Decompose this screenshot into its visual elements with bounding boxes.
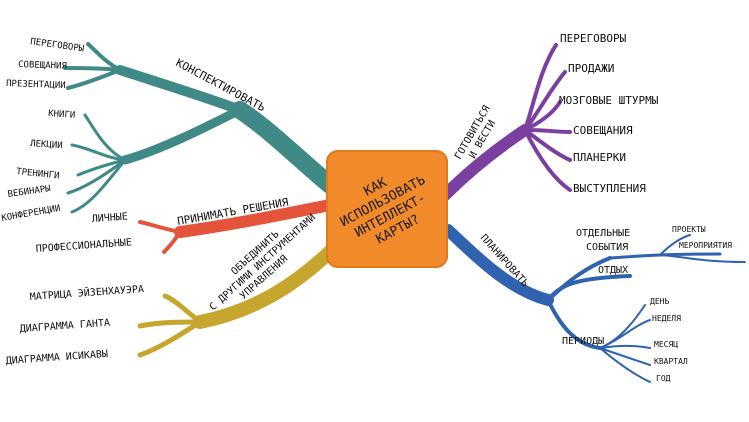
- blue-events-line: СОБЫТИЯ: [586, 242, 628, 253]
- center-node: КАК ИСПОЛЬЗОВАТЬ ИНТЕЛЛЕКТ- КАРТЫ?: [326, 150, 448, 268]
- branch-purple: [439, 43, 572, 201]
- blue-period-leaf: НЕДЕЛЯ: [652, 314, 681, 323]
- blue-period-leaf: МЕСЯЦ: [654, 340, 678, 349]
- red-leaf: ЛИЧНЫЕ: [91, 211, 128, 224]
- olive-leaf: ДИАГРАММА ГАНТА: [19, 318, 110, 335]
- branch-olive: [137, 243, 339, 358]
- blue-period-leaf: ГОД: [656, 374, 671, 383]
- blue-leaf: ОТДЫХ: [598, 265, 628, 276]
- blue-leaf: ПРОЕКТЫ: [672, 225, 706, 234]
- purple-leaf: ПЕРЕГОВОРЫ: [560, 32, 627, 45]
- purple-leaf: ПРОДАЖИ: [568, 62, 614, 75]
- branch-red: [138, 199, 336, 254]
- branch-blue: [442, 224, 746, 383]
- blue-period-leaf: КВАРТАЛ: [654, 357, 688, 366]
- blue-leaf: ПЕРИОДЫ: [562, 336, 604, 347]
- teal-leaf: КОНФЕРЕНЦИИ: [1, 204, 61, 224]
- blue-events-line: ОТДЕЛЬНЫЕ: [576, 228, 630, 239]
- olive-leaf: ДИАГРАММА ИСИКАВЫ: [5, 349, 108, 367]
- blue-period-leaf: ДЕНЬ: [650, 297, 669, 306]
- red-leaf: ПРОФЕССИОНАЛЬНЫЕ: [35, 237, 132, 255]
- teal-leaf: ПЕРЕГОВОРЫ: [30, 37, 85, 54]
- olive-leaf: МАТРИЦА ЭЙЗЕНХАУЭРА: [29, 282, 144, 303]
- purple-leaf: ВЫСТУПЛЕНИЯ: [573, 182, 646, 195]
- teal-leaf: ПРЕЗЕНТАЦИИ: [6, 79, 66, 91]
- teal-leaf: СОВЕЩАНИЯ: [18, 60, 67, 72]
- branch-teal: [63, 42, 339, 214]
- teal-leaf: КНИГИ: [48, 109, 76, 121]
- teal-leaf: ТРЕНИНГИ: [16, 167, 60, 181]
- teal-leaf: ВЕБИНАРЫ: [7, 184, 51, 200]
- blue-events-label: ОТДЕЛЬНЫЕ СОБЫТИЯ: [576, 228, 630, 253]
- purple-leaf: ПЛАНЕРКИ: [573, 151, 626, 164]
- purple-leaf: МОЗГОВЫЕ ШТУРМЫ: [559, 94, 659, 107]
- teal-leaf: ЛЕКЦИИ: [30, 139, 63, 151]
- purple-leaf: СОВЕЩАНИЯ: [573, 124, 633, 137]
- blue-leaf: МЕРОПРИЯТИЯ: [679, 241, 732, 250]
